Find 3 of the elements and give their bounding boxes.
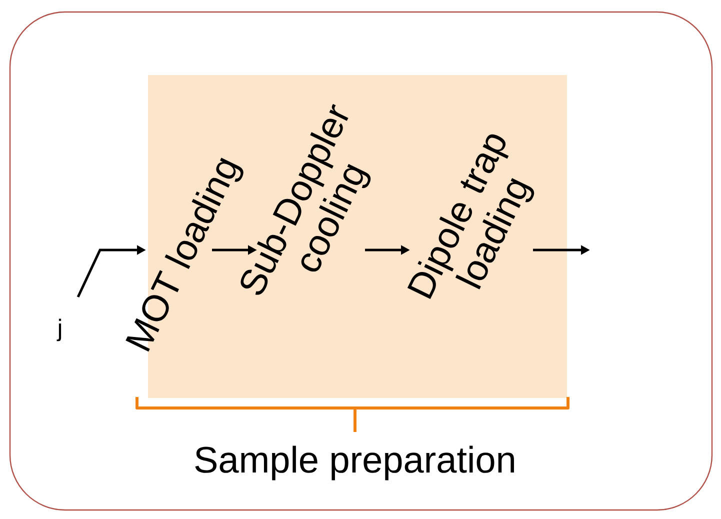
outer-frame [9,11,713,511]
caption-text: Sample preparation [195,446,514,480]
input-label: j [56,318,62,342]
